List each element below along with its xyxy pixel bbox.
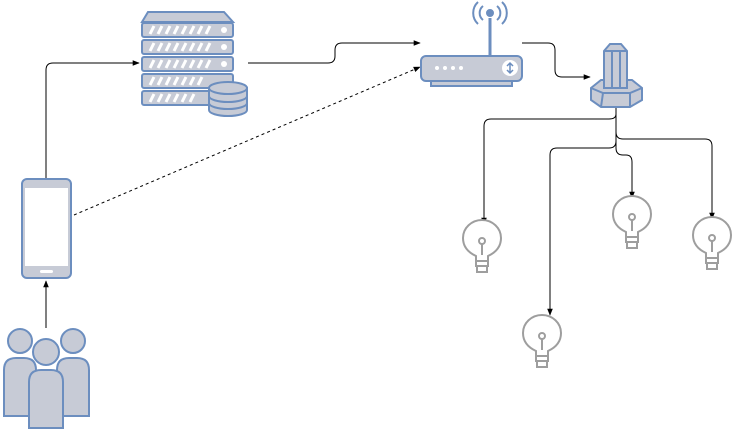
edge-phone-to-router-dashed <box>73 66 421 216</box>
lightbulb-icon <box>691 216 733 270</box>
lightbulb-icon <box>611 195 653 249</box>
edge-server-to-router <box>248 40 421 64</box>
edge-hub-to-bulb2 <box>615 108 635 199</box>
edge-phone-to-server <box>45 60 140 178</box>
edge-hub-to-bulb4 <box>544 108 623 147</box>
smart-hub-icon <box>590 43 643 108</box>
users-icon <box>3 328 90 429</box>
lightbulb-icon <box>461 219 503 273</box>
smartphone-icon <box>21 178 72 279</box>
server-database-icon <box>140 11 248 117</box>
edge-hub-to-bulb4-line <box>547 108 617 316</box>
wireless-router-icon <box>420 1 523 87</box>
lightbulb-icon <box>521 314 563 368</box>
edges <box>43 40 715 328</box>
edge-hub-to-bulb3 <box>615 108 715 220</box>
edge-router-to-hub <box>522 42 591 80</box>
